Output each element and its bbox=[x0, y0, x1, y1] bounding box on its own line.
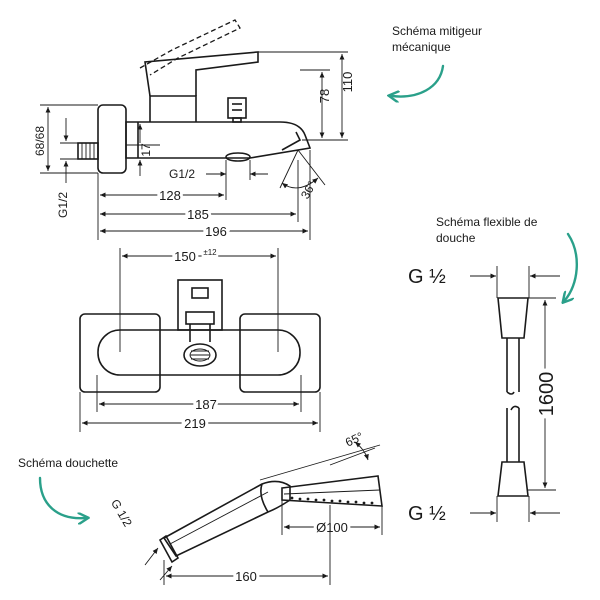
note-mitigeur-line1: Schéma mitigeur bbox=[392, 24, 482, 38]
dim-g12-horizontal: G1/2 bbox=[169, 167, 195, 181]
note-mitigeur: Schéma mitigeur mécanique bbox=[392, 24, 482, 96]
hand-shower-handle bbox=[162, 480, 291, 558]
dim-185: 185 bbox=[187, 207, 209, 222]
dim-150-tolerance: ±12 bbox=[203, 248, 217, 257]
lever-top bbox=[177, 279, 223, 331]
note-douchette: Schéma douchette bbox=[18, 456, 118, 518]
angle-36: 36° bbox=[298, 178, 319, 201]
shower-hose: G ½ G ½ 1600 bbox=[408, 266, 562, 525]
note-flexible-line1: Schéma flexible de bbox=[436, 215, 538, 229]
right-wall-plate bbox=[239, 313, 321, 393]
dim-17: 17 bbox=[139, 143, 153, 157]
inlet-connector bbox=[77, 142, 99, 160]
hose-g-top: G ½ bbox=[408, 266, 446, 288]
diverter-knob bbox=[227, 97, 247, 119]
hand-shower: 65° Ø100 160 G 1/2 bbox=[108, 429, 383, 587]
mixer-side-view: 110 78 68/68 G1/2 17 G1/2 36° bbox=[33, 19, 355, 242]
wall-plate bbox=[97, 104, 127, 174]
note-douchette-text: Schéma douchette bbox=[18, 456, 118, 470]
dim-196: 196 bbox=[205, 224, 227, 239]
dim-78: 78 bbox=[317, 89, 332, 103]
mixer-top-view: 150 ±12 187 219 bbox=[79, 246, 321, 434]
dim-160: 160 bbox=[235, 569, 257, 584]
teal-arrow-flexible bbox=[565, 232, 578, 300]
mixer-body-top bbox=[97, 329, 301, 376]
note-mitigeur-line2: mécanique bbox=[392, 40, 451, 54]
dim-g12-thread: G 1/2 bbox=[108, 497, 135, 530]
hose-length: 1600 bbox=[536, 372, 558, 417]
dim-219: 219 bbox=[184, 416, 206, 431]
note-flexible: Schéma flexible de douche bbox=[436, 215, 578, 300]
teal-arrow-douchette bbox=[38, 476, 85, 518]
lever-base bbox=[149, 95, 197, 122]
spout-outlet bbox=[225, 152, 251, 162]
dim-68-68: 68/68 bbox=[33, 126, 47, 156]
hand-shower-connector bbox=[158, 534, 180, 564]
angle-65: 65° bbox=[343, 429, 366, 449]
lever-slot bbox=[191, 287, 209, 299]
shower-nozzles bbox=[290, 496, 374, 505]
dim-100: Ø100 bbox=[316, 520, 348, 535]
dim-110: 110 bbox=[340, 72, 355, 93]
note-flexible-line2: douche bbox=[436, 231, 476, 245]
dim-g12-vertical: G1/2 bbox=[56, 192, 70, 218]
mixer-body bbox=[125, 121, 312, 159]
spout-top bbox=[183, 343, 217, 367]
teal-arrow-mitigeur bbox=[392, 64, 445, 96]
dim-187: 187 bbox=[195, 397, 217, 412]
hose-bottom-nut bbox=[497, 461, 529, 497]
hose-top-nut bbox=[497, 297, 529, 339]
hose-g-bottom: G ½ bbox=[408, 503, 446, 525]
dim-150: 150 bbox=[174, 249, 196, 264]
dim-128: 128 bbox=[159, 188, 181, 203]
mixing-lever bbox=[144, 51, 259, 97]
